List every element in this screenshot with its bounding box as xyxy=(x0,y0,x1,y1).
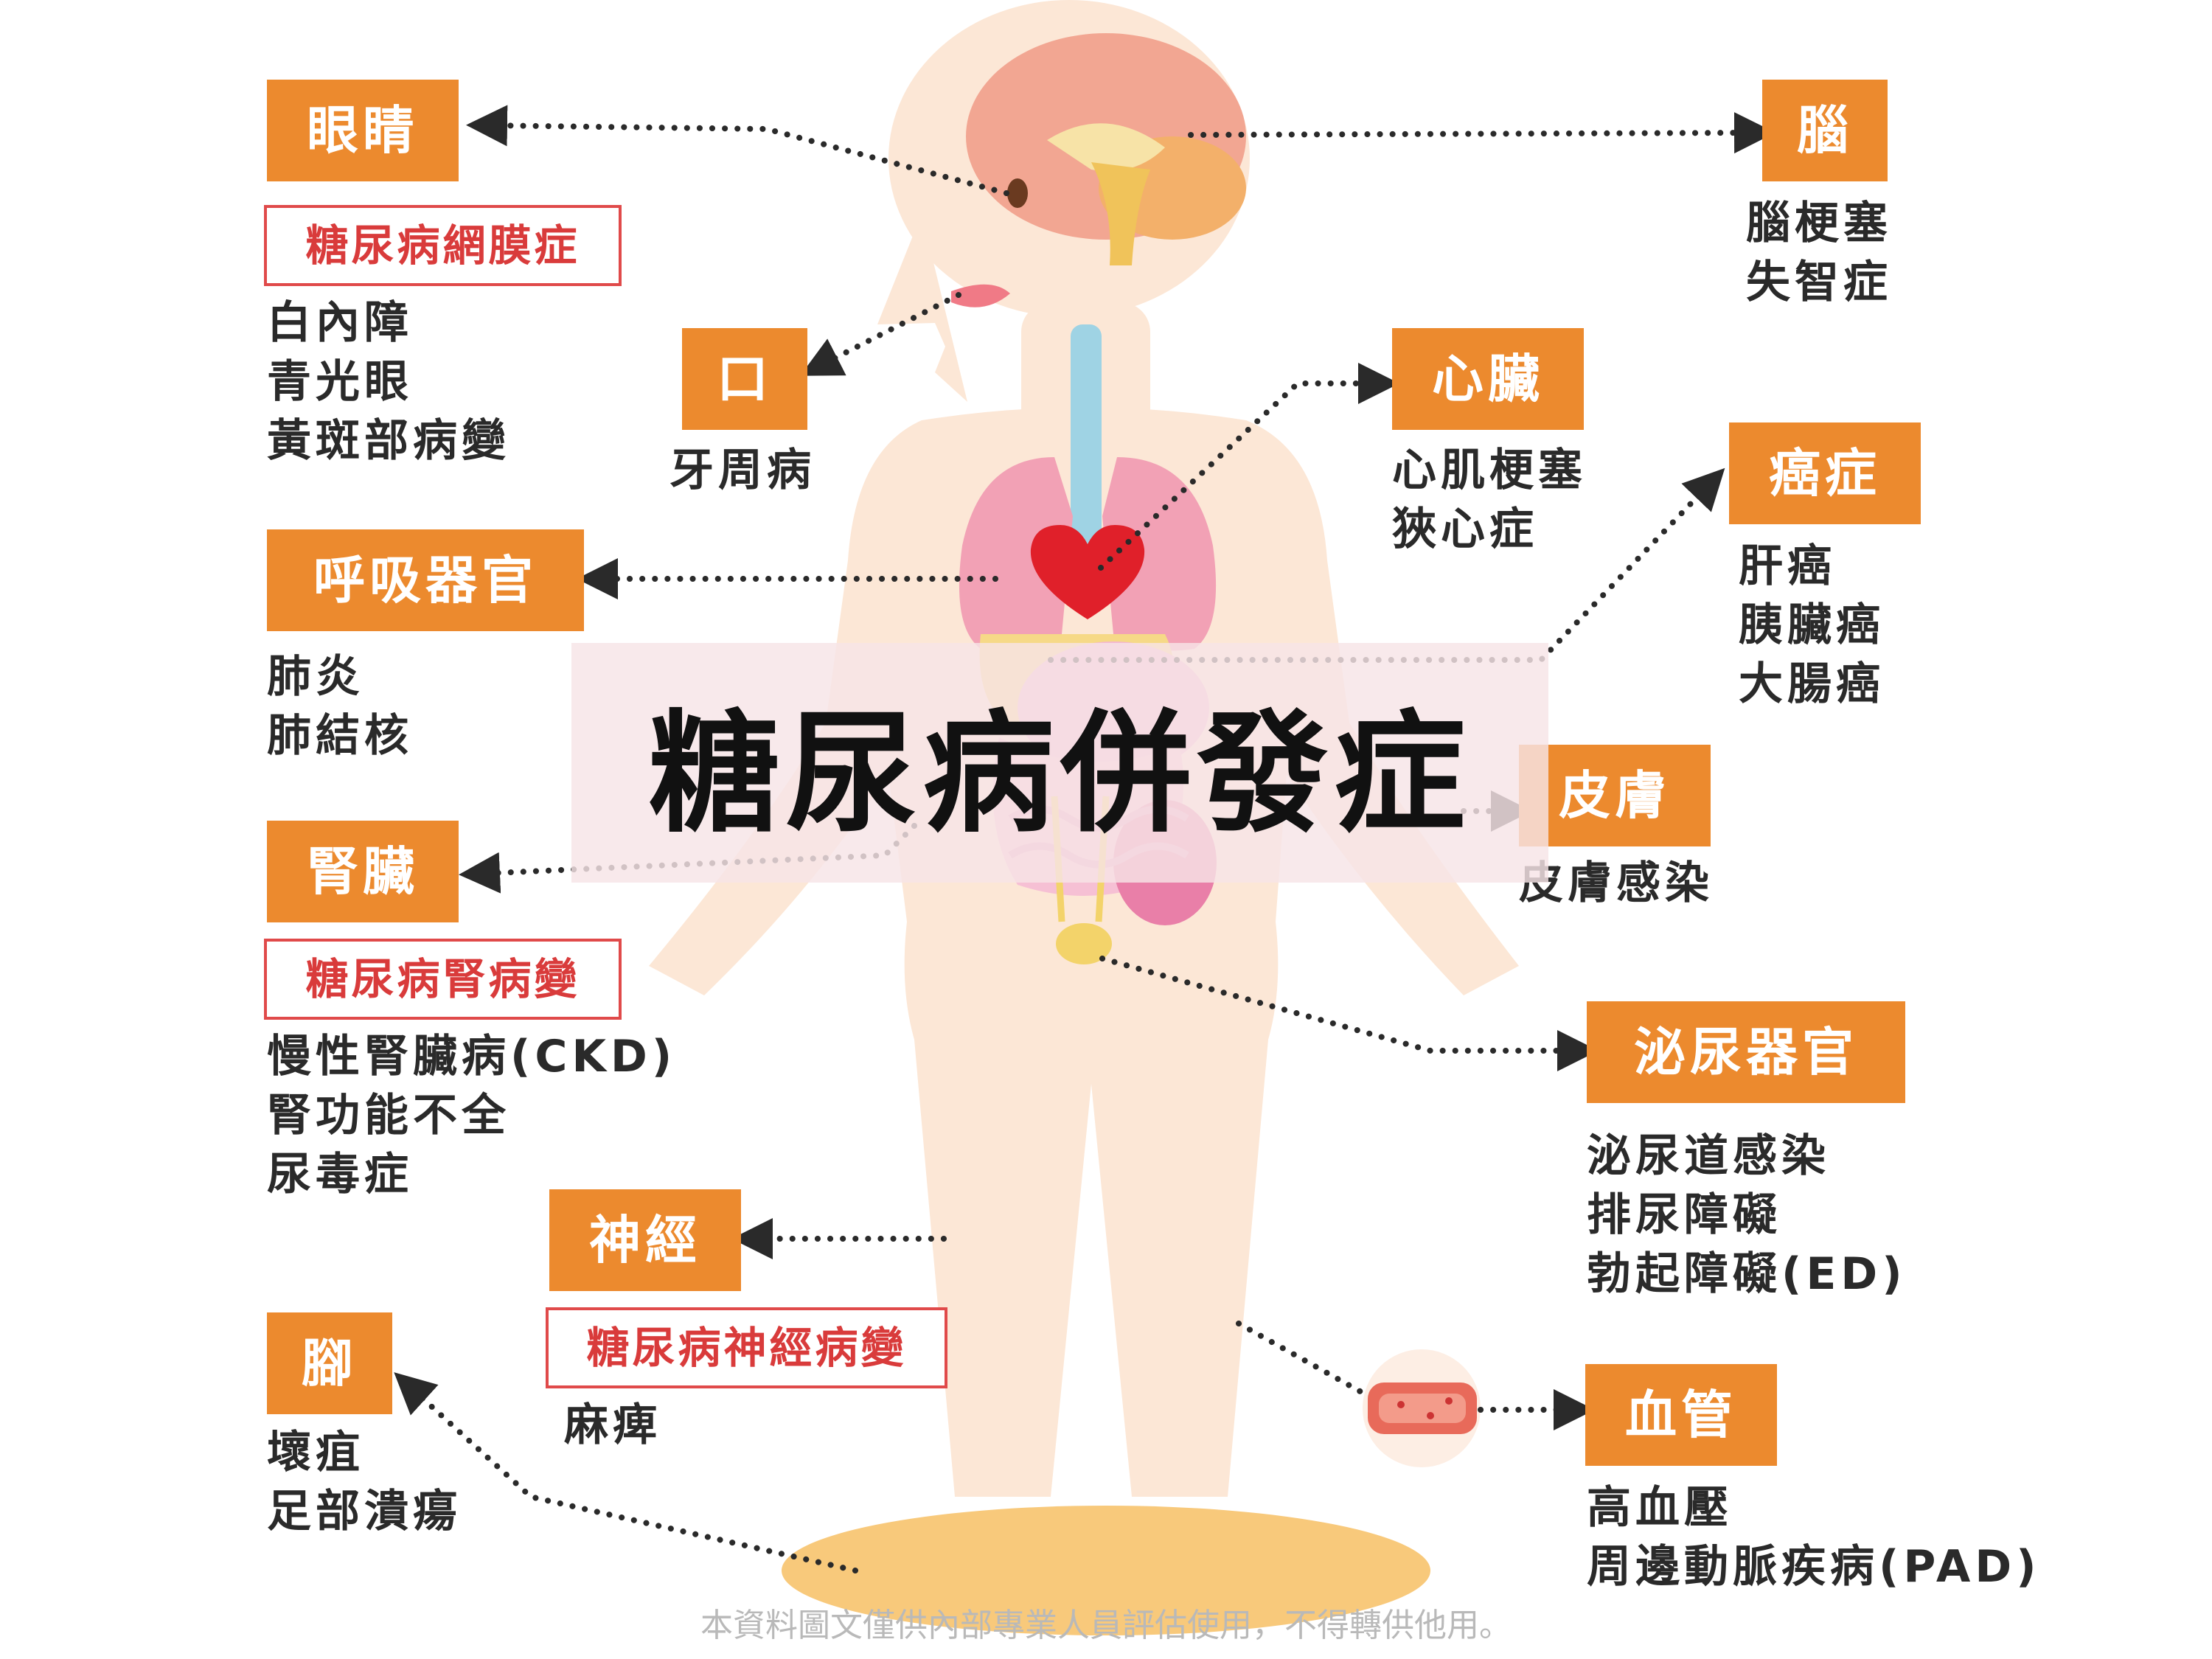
list-item: 慢性腎臟病(CKD) xyxy=(267,1027,676,1086)
foot-complications: 壞疽 足部潰瘍 xyxy=(267,1423,462,1541)
eyes-label: 眼睛 xyxy=(267,80,459,181)
eyes-complications: 白內障 青光眼 黃斑部病變 xyxy=(267,293,510,470)
nerve-label: 神經 xyxy=(549,1189,741,1291)
mouth-label: 口 xyxy=(682,328,807,430)
heart-label: 心臟 xyxy=(1392,328,1584,430)
eye-illustration xyxy=(1007,178,1028,208)
respiratory-label: 呼吸器官 xyxy=(267,529,584,631)
list-item: 腦梗塞 xyxy=(1746,194,1892,253)
mouth-complications: 牙周病 xyxy=(669,441,815,500)
list-item: 壞疽 xyxy=(267,1423,462,1482)
list-item: 肺結核 xyxy=(267,706,413,765)
nerve-complications: 麻痺 xyxy=(564,1396,661,1455)
list-item: 泌尿道感染 xyxy=(1587,1127,1907,1186)
brain-complications: 腦梗塞 失智症 xyxy=(1746,194,1892,312)
urinary-label: 泌尿器官 xyxy=(1587,1001,1905,1103)
list-item: 心肌梗塞 xyxy=(1392,441,1587,500)
footer-disclaimer: 本資料圖文僅供內部專業人員評估使用，不得轉供他用。 xyxy=(0,1599,2212,1646)
brain-label: 腦 xyxy=(1762,80,1888,181)
list-item: 腎功能不全 xyxy=(267,1086,676,1145)
page-title: 糖尿病併發症 xyxy=(649,668,1472,858)
list-item: 排尿障礙 xyxy=(1587,1186,1907,1245)
list-item: 白內障 xyxy=(267,293,510,352)
cancer-label: 癌症 xyxy=(1729,422,1921,524)
list-item: 肺炎 xyxy=(267,647,413,706)
list-item: 足部潰瘍 xyxy=(267,1482,462,1541)
kidney-complications: 慢性腎臟病(CKD) 腎功能不全 尿毒症 xyxy=(267,1027,676,1204)
heart-complications: 心肌梗塞 狹心症 xyxy=(1392,441,1587,559)
kidney-label: 腎臟 xyxy=(267,821,459,922)
list-item: 勃起障礙(ED) xyxy=(1587,1245,1907,1304)
list-item: 大腸癌 xyxy=(1739,655,1885,714)
list-item: 青光眼 xyxy=(267,352,510,411)
list-item: 肝癌 xyxy=(1739,537,1885,596)
foot-label: 腳 xyxy=(267,1312,392,1414)
list-item: 失智症 xyxy=(1746,253,1892,312)
kidney-subtag: 糖尿病腎病變 xyxy=(264,939,622,1020)
cancer-complications: 肝癌 胰臟癌 大腸癌 xyxy=(1739,537,1885,714)
list-item: 牙周病 xyxy=(669,441,815,500)
nerve-subtag: 糖尿病神經病變 xyxy=(546,1307,947,1388)
eyes-subtag: 糖尿病網膜症 xyxy=(264,205,622,286)
urinary-complications: 泌尿道感染 排尿障礙 勃起障礙(ED) xyxy=(1587,1127,1907,1304)
list-item: 周邊動脈疾病(PAD) xyxy=(1587,1537,2041,1596)
vessel-complications: 高血壓 周邊動脈疾病(PAD) xyxy=(1587,1478,2041,1596)
list-item: 麻痺 xyxy=(564,1396,661,1455)
list-item: 狹心症 xyxy=(1392,500,1587,559)
list-item: 黃斑部病變 xyxy=(267,411,510,470)
respiratory-complications: 肺炎 肺結核 xyxy=(267,647,413,765)
blood-vessel-illustration xyxy=(1363,1349,1481,1467)
list-item: 胰臟癌 xyxy=(1739,596,1885,655)
vessel-label: 血管 xyxy=(1585,1364,1777,1466)
title-banner: 糖尿病併發症 xyxy=(571,643,1548,883)
list-item: 高血壓 xyxy=(1587,1478,2041,1537)
